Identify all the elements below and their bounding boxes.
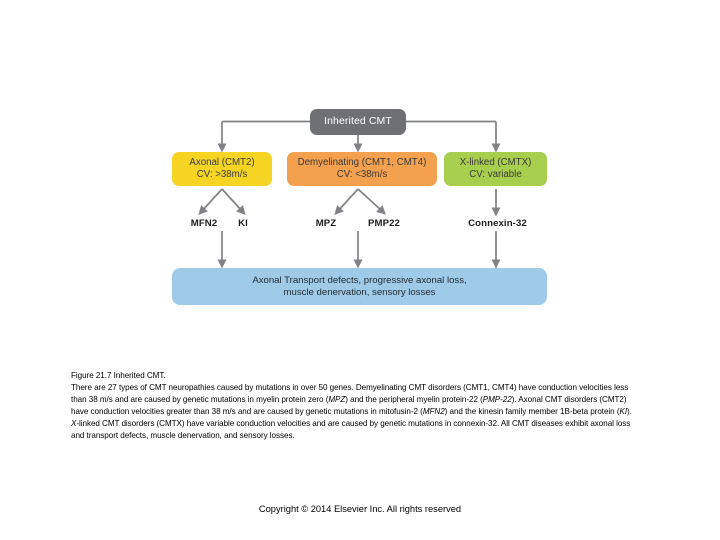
caption-segment-9: X xyxy=(71,419,77,429)
copyright-notice: Copyright © 2014 Elsevier Inc. All right… xyxy=(258,504,462,514)
node-x-linked-velocity: CV: variable xyxy=(469,169,522,180)
caption-segment-1: MPZ xyxy=(328,395,346,405)
gene-label-ki: KI xyxy=(238,218,248,229)
figure-caption-title: Figure 21.7 Inherited CMT. xyxy=(71,371,166,380)
node-x-linked-cmtx: X-linked (CMTX) CV: variable xyxy=(444,152,547,186)
node-outcome-axonal-transport-defects: Axonal Transport defects, progressive ax… xyxy=(172,268,547,305)
node-demyelinating-cmt1-cmt4: Demyelinating (CMT1, CMT4) CV: <38m/s xyxy=(287,152,437,186)
figure-caption: Figure 21.7 Inherited CMT. There are 27 … xyxy=(71,370,637,443)
node-inherited-cmt-label: Inherited CMT xyxy=(324,114,392,127)
node-x-linked-title: X-linked (CMTX) xyxy=(459,156,532,168)
node-outcome-line-1: Axonal Transport defects, progressive ax… xyxy=(252,274,467,286)
gene-label-mpz: MPZ xyxy=(315,218,337,229)
arrow-axonal-to-ki xyxy=(221,188,246,216)
caption-segment-4: ). Axonal CMT disorders (CMT2) have cond… xyxy=(71,395,627,417)
node-inherited-cmt: Inherited CMT xyxy=(310,108,406,135)
arrow-demyelinating-to-pmp22 xyxy=(357,188,387,215)
node-outcome-line-2: muscle denervation, sensory losses xyxy=(283,286,436,298)
gene-label-mfn2: MFN2 xyxy=(190,218,218,229)
caption-segment-5: MFN2 xyxy=(422,407,445,417)
node-axonal-cmt2-title: Axonal (CMT2) xyxy=(189,156,255,168)
caption-segment-3: PMP-22 xyxy=(482,395,512,405)
node-axonal-cmt2-velocity: CV: >38m/s xyxy=(196,169,248,180)
figure-diagram: Inherited CMT Axonal (CMT2) CV: >38m/s D… xyxy=(172,108,547,305)
node-axonal-cmt2: Axonal (CMT2) CV: >38m/s xyxy=(172,152,272,186)
arrow-demyelinating-to-mpz xyxy=(334,188,359,216)
caption-segment-10: -linked CMT disorders (CMTX) have variab… xyxy=(71,419,631,441)
gene-label-pmp22: PMP22 xyxy=(368,218,400,229)
caption-segment-0: There are 27 types of CMT neuropathies c… xyxy=(71,383,629,405)
caption-segment-8: ). xyxy=(627,407,632,417)
caption-segment-2: ) and the peripheral myelin protein-22 ( xyxy=(345,395,483,405)
arrow-axonal-to-mfn2 xyxy=(198,188,223,216)
caption-segment-6: ) and the kinesin family member 1B-beta … xyxy=(444,407,620,417)
figure-caption-body: There are 27 types of CMT neuropathies c… xyxy=(71,382,637,442)
node-demyelinating-title: Demyelinating (CMT1, CMT4) xyxy=(297,156,427,168)
node-demyelinating-velocity: CV: <38m/s xyxy=(336,169,388,180)
caption-segment-7: KI xyxy=(619,407,628,417)
gene-label-connexin-32: Connexin-32 xyxy=(468,218,527,229)
